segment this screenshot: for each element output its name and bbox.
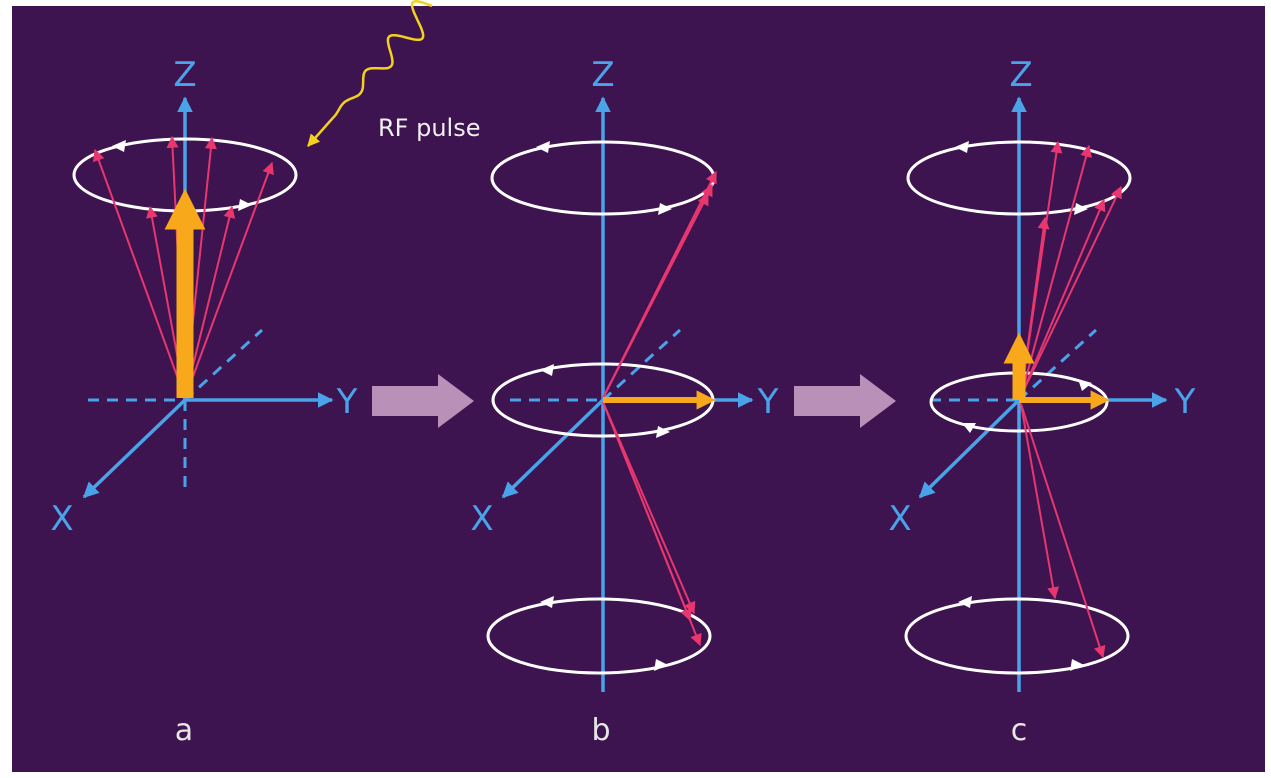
orbit-direction-arrow [1070,659,1084,671]
spin-vectors [603,172,716,645]
panel-label: b [591,713,610,748]
orbit-direction-arrow [1074,203,1088,215]
orbit-direction-arrow [958,596,972,608]
y-axis-label: Y [1174,382,1196,422]
z-axis-label: Z [591,55,614,95]
x-axis-label: X [50,499,73,539]
orbit-direction-arrow [654,659,668,671]
y-axis-label: Y [757,382,779,422]
orbit-direction-arrow [658,203,672,215]
panel-c: Z Y X c [888,55,1195,748]
orbit-direction-arrow [112,140,126,152]
z-axis-label: Z [173,55,196,95]
precession-orbit [906,599,1128,673]
x-axis-label: X [470,499,493,539]
rf-pulse-label: RF pulse [378,114,481,142]
orbit-direction-arrow [536,141,550,153]
panel-label: c [1011,713,1028,748]
y-axis-label: Y [336,382,358,422]
x-axis [503,330,680,497]
panel-label: a [175,713,193,748]
rf-pulse: RF pulse [308,1,481,146]
orbit-direction-arrow [540,364,554,376]
orbit-direction-arrow [238,199,252,211]
right-arrow-icon [794,374,896,428]
x-axis [920,330,1096,497]
z-axis-label: Z [1009,55,1032,95]
orbit-direction-arrow [540,596,554,608]
precession-orbit [488,599,710,673]
x-axis [84,330,262,497]
right-arrow-icon [372,374,474,428]
orbit-direction-arrow [955,141,969,153]
panel-b: Z Y X b [470,55,778,748]
panel-a: Z Y X a [50,55,357,748]
x-axis-label: X [888,499,911,539]
